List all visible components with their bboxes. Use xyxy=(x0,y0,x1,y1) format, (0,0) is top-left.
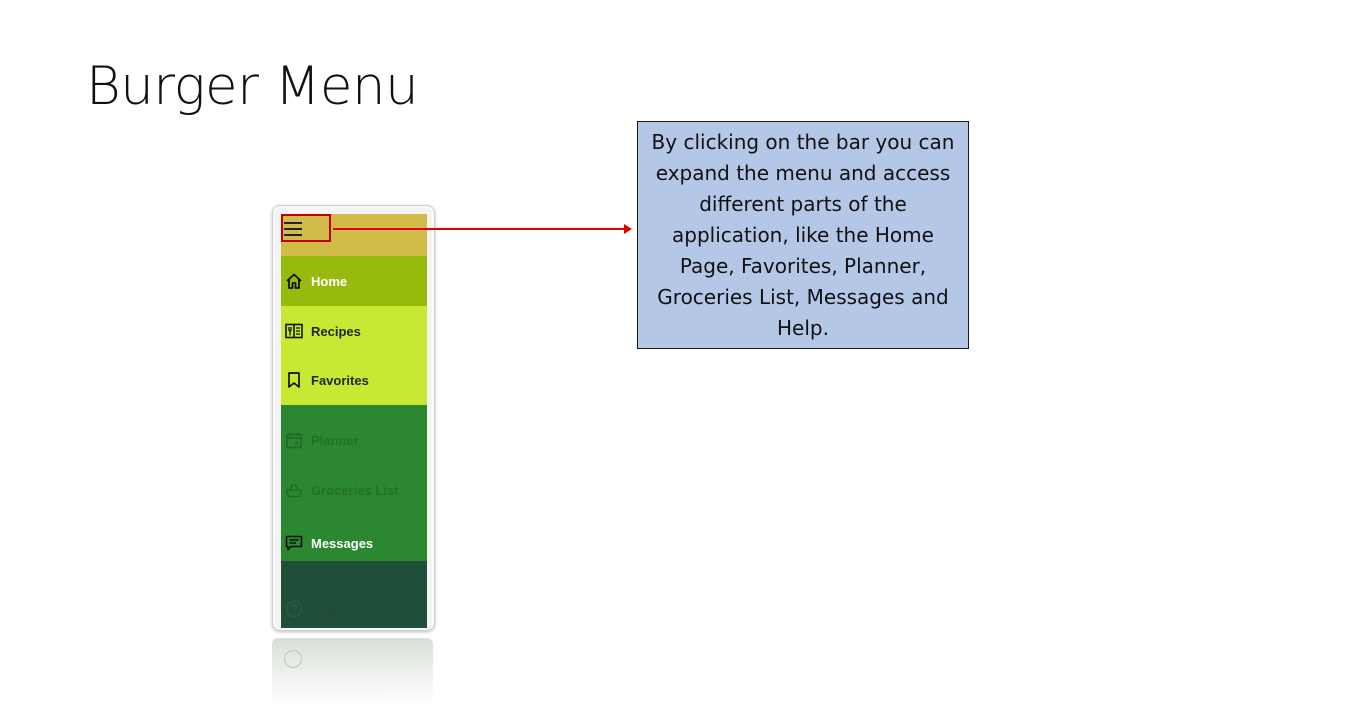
menu-section-help xyxy=(281,561,427,628)
menu-item-home[interactable]: Home xyxy=(281,256,427,306)
annotation-arrow-line xyxy=(333,228,626,230)
menu-item-label: Planner xyxy=(311,432,359,448)
app-screen: Home Recipes Favorites Planner xyxy=(281,214,427,628)
basket-icon xyxy=(285,481,303,499)
phone-reflection xyxy=(272,638,433,707)
menu-item-groceries-list[interactable]: Groceries List xyxy=(281,473,427,507)
help-icon xyxy=(284,650,302,668)
menu-item-label: Home xyxy=(311,273,348,289)
menu-item-messages[interactable]: Messages xyxy=(281,526,427,560)
menu-section-planning xyxy=(281,405,427,561)
hamburger-highlight-box xyxy=(281,214,331,242)
menu-item-label: Groceries List xyxy=(311,482,399,498)
bookmark-icon xyxy=(285,371,303,389)
home-icon xyxy=(285,272,303,290)
menu-item-label: Favorites xyxy=(311,372,369,388)
menu-item-label: Help xyxy=(311,601,340,617)
menu-section-recipes xyxy=(281,306,427,405)
callout-text: By clicking on the bar you can expand th… xyxy=(651,129,955,340)
menu-item-label: Messages xyxy=(311,535,374,551)
menu-section-home xyxy=(281,256,427,306)
menu-item-planner[interactable]: Planner xyxy=(281,423,427,457)
message-icon xyxy=(285,534,303,552)
menu-bar[interactable] xyxy=(281,214,427,256)
recipes-icon xyxy=(285,322,303,340)
annotation-arrow-head xyxy=(624,224,632,234)
hamburger-icon[interactable] xyxy=(284,222,302,236)
calendar-icon xyxy=(285,431,303,449)
callout-box: By clicking on the bar you can expand th… xyxy=(637,121,969,349)
menu-item-favorites[interactable]: Favorites xyxy=(281,363,427,397)
menu-item-label: Recipes xyxy=(311,323,361,339)
slide-title: Burger Menu xyxy=(86,56,419,117)
help-icon xyxy=(285,600,303,618)
menu-item-recipes[interactable]: Recipes xyxy=(281,314,427,348)
phone-mockup: Home Recipes Favorites Planner xyxy=(272,205,435,631)
menu-item-help[interactable]: Help xyxy=(281,592,427,626)
